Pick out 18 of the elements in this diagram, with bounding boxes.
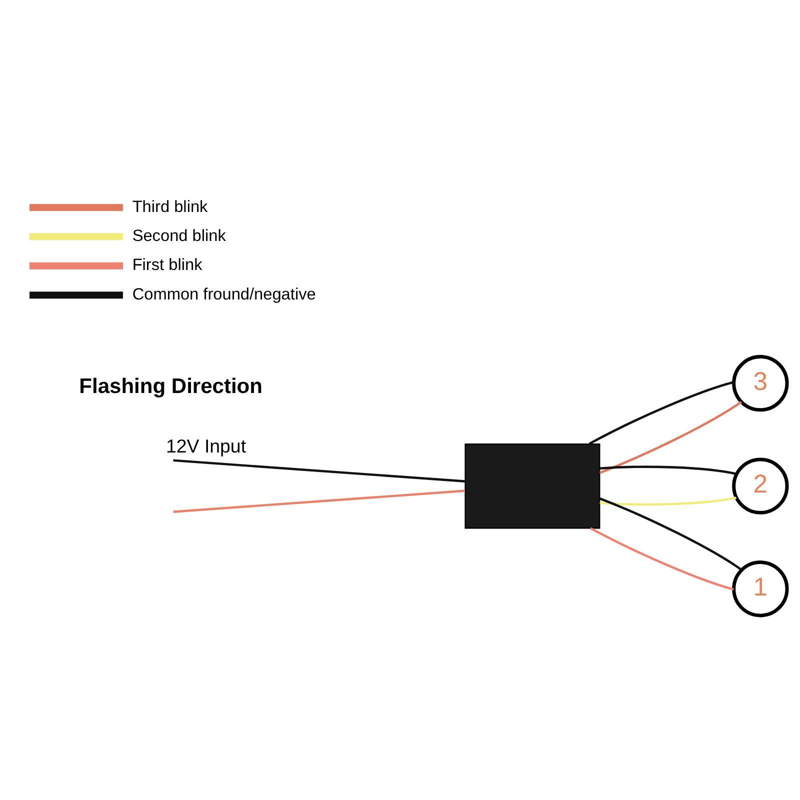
connector [590, 527, 734, 591]
legend-label: First blink [132, 256, 202, 274]
connector [600, 496, 736, 506]
node-circle: 2 [732, 458, 789, 514]
node-circle: 1 [732, 560, 789, 618]
node-circle: 3 [732, 354, 789, 412]
legend-label: Second blink [132, 226, 226, 245]
connector [173, 459, 465, 482]
connector [173, 490, 465, 513]
node-box [464, 443, 600, 529]
edge-label: 12V Input [166, 435, 246, 456]
legend-label: Common fround/negative [132, 285, 316, 304]
connector [599, 401, 742, 474]
connector [600, 466, 737, 476]
connector [588, 380, 734, 445]
label: Flashing Direction [79, 375, 262, 398]
legend-label: Third blink [132, 198, 208, 216]
connector [599, 497, 742, 571]
